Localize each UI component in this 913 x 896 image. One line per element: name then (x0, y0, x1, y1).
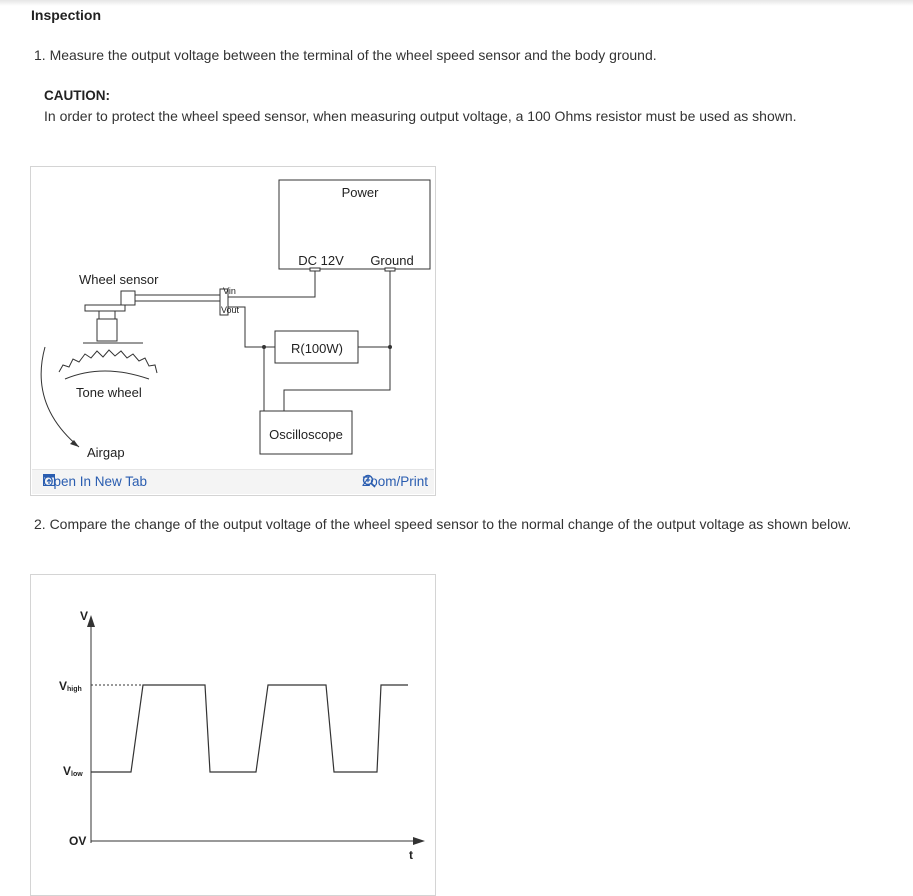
tone-wheel-teeth (58, 349, 158, 374)
airgap-arrowhead (70, 440, 79, 447)
ground-wire (283, 271, 391, 411)
step-1-text: 1. Measure the output voltage between th… (34, 47, 657, 63)
vout-label: Vout (221, 305, 240, 315)
v-high-label: Vhigh (59, 679, 82, 693)
tone-wheel-arc (64, 370, 150, 380)
airgap-label: Airgap (87, 445, 125, 460)
zoom-print-text: Zoom/Print (361, 474, 428, 489)
caution-text: In order to protect the wheel speed sens… (44, 108, 797, 124)
open-in-new-tab-link[interactable]: Open In New Tab (43, 474, 147, 489)
vout-wire (228, 306, 275, 348)
section-heading: Inspection (31, 7, 102, 23)
resistor-label: R(100W) (291, 341, 343, 356)
wiring-diagram: Power DC 12V Ground Wheel sensor Vin Vou… (40, 179, 431, 460)
figure-toolbar: Open In New Tab Zoom/Print (32, 469, 434, 494)
ground-terminal (384, 267, 396, 272)
junction-right (388, 345, 392, 349)
vin-label: Vin (223, 286, 236, 296)
airgap-arc (40, 346, 80, 448)
zero-volt-label: OV (69, 834, 86, 848)
sensor-head (120, 290, 136, 306)
square-wave (91, 684, 408, 773)
connector-box (219, 288, 229, 316)
zoom-print-link[interactable]: Zoom/Print (362, 474, 428, 489)
dc-terminal (309, 267, 321, 272)
tone-wheel-label: Tone wheel (76, 385, 142, 400)
v-axis-label: V (80, 609, 88, 623)
power-label: Power (342, 185, 380, 200)
wiring-diagram-figure: Power DC 12V Ground Wheel sensor Vin Vou… (30, 166, 436, 496)
oscilloscope-label: Oscilloscope (269, 427, 343, 442)
power-box (278, 179, 431, 270)
step-2-text: 2. Compare the change of the output volt… (34, 516, 852, 532)
wheel-sensor-label: Wheel sensor (79, 272, 159, 287)
waveform-diagram: V Vhigh Vlow OV t (59, 609, 425, 862)
dc-label: DC 12V (298, 253, 344, 268)
top-shadow (0, 0, 913, 6)
open-in-new-tab-text: Open In New Tab (43, 474, 148, 489)
new-tab-icon (43, 474, 55, 486)
sensor-flange (84, 304, 126, 312)
sensor-body (96, 318, 118, 342)
x-axis-arrowhead (413, 837, 425, 845)
vin-wire (228, 271, 316, 298)
ground-label: Ground (370, 253, 413, 268)
junction-left (262, 345, 266, 349)
waveform-figure: V Vhigh Vlow OV t (30, 574, 436, 896)
oscilloscope-box (259, 410, 353, 455)
v-low-label: Vlow (63, 764, 83, 778)
sensor-neck (98, 310, 116, 320)
t-axis-label: t (409, 848, 413, 862)
y-axis-arrowhead (87, 615, 95, 627)
caution-title: CAUTION: (44, 88, 110, 103)
zoom-icon (362, 474, 376, 488)
